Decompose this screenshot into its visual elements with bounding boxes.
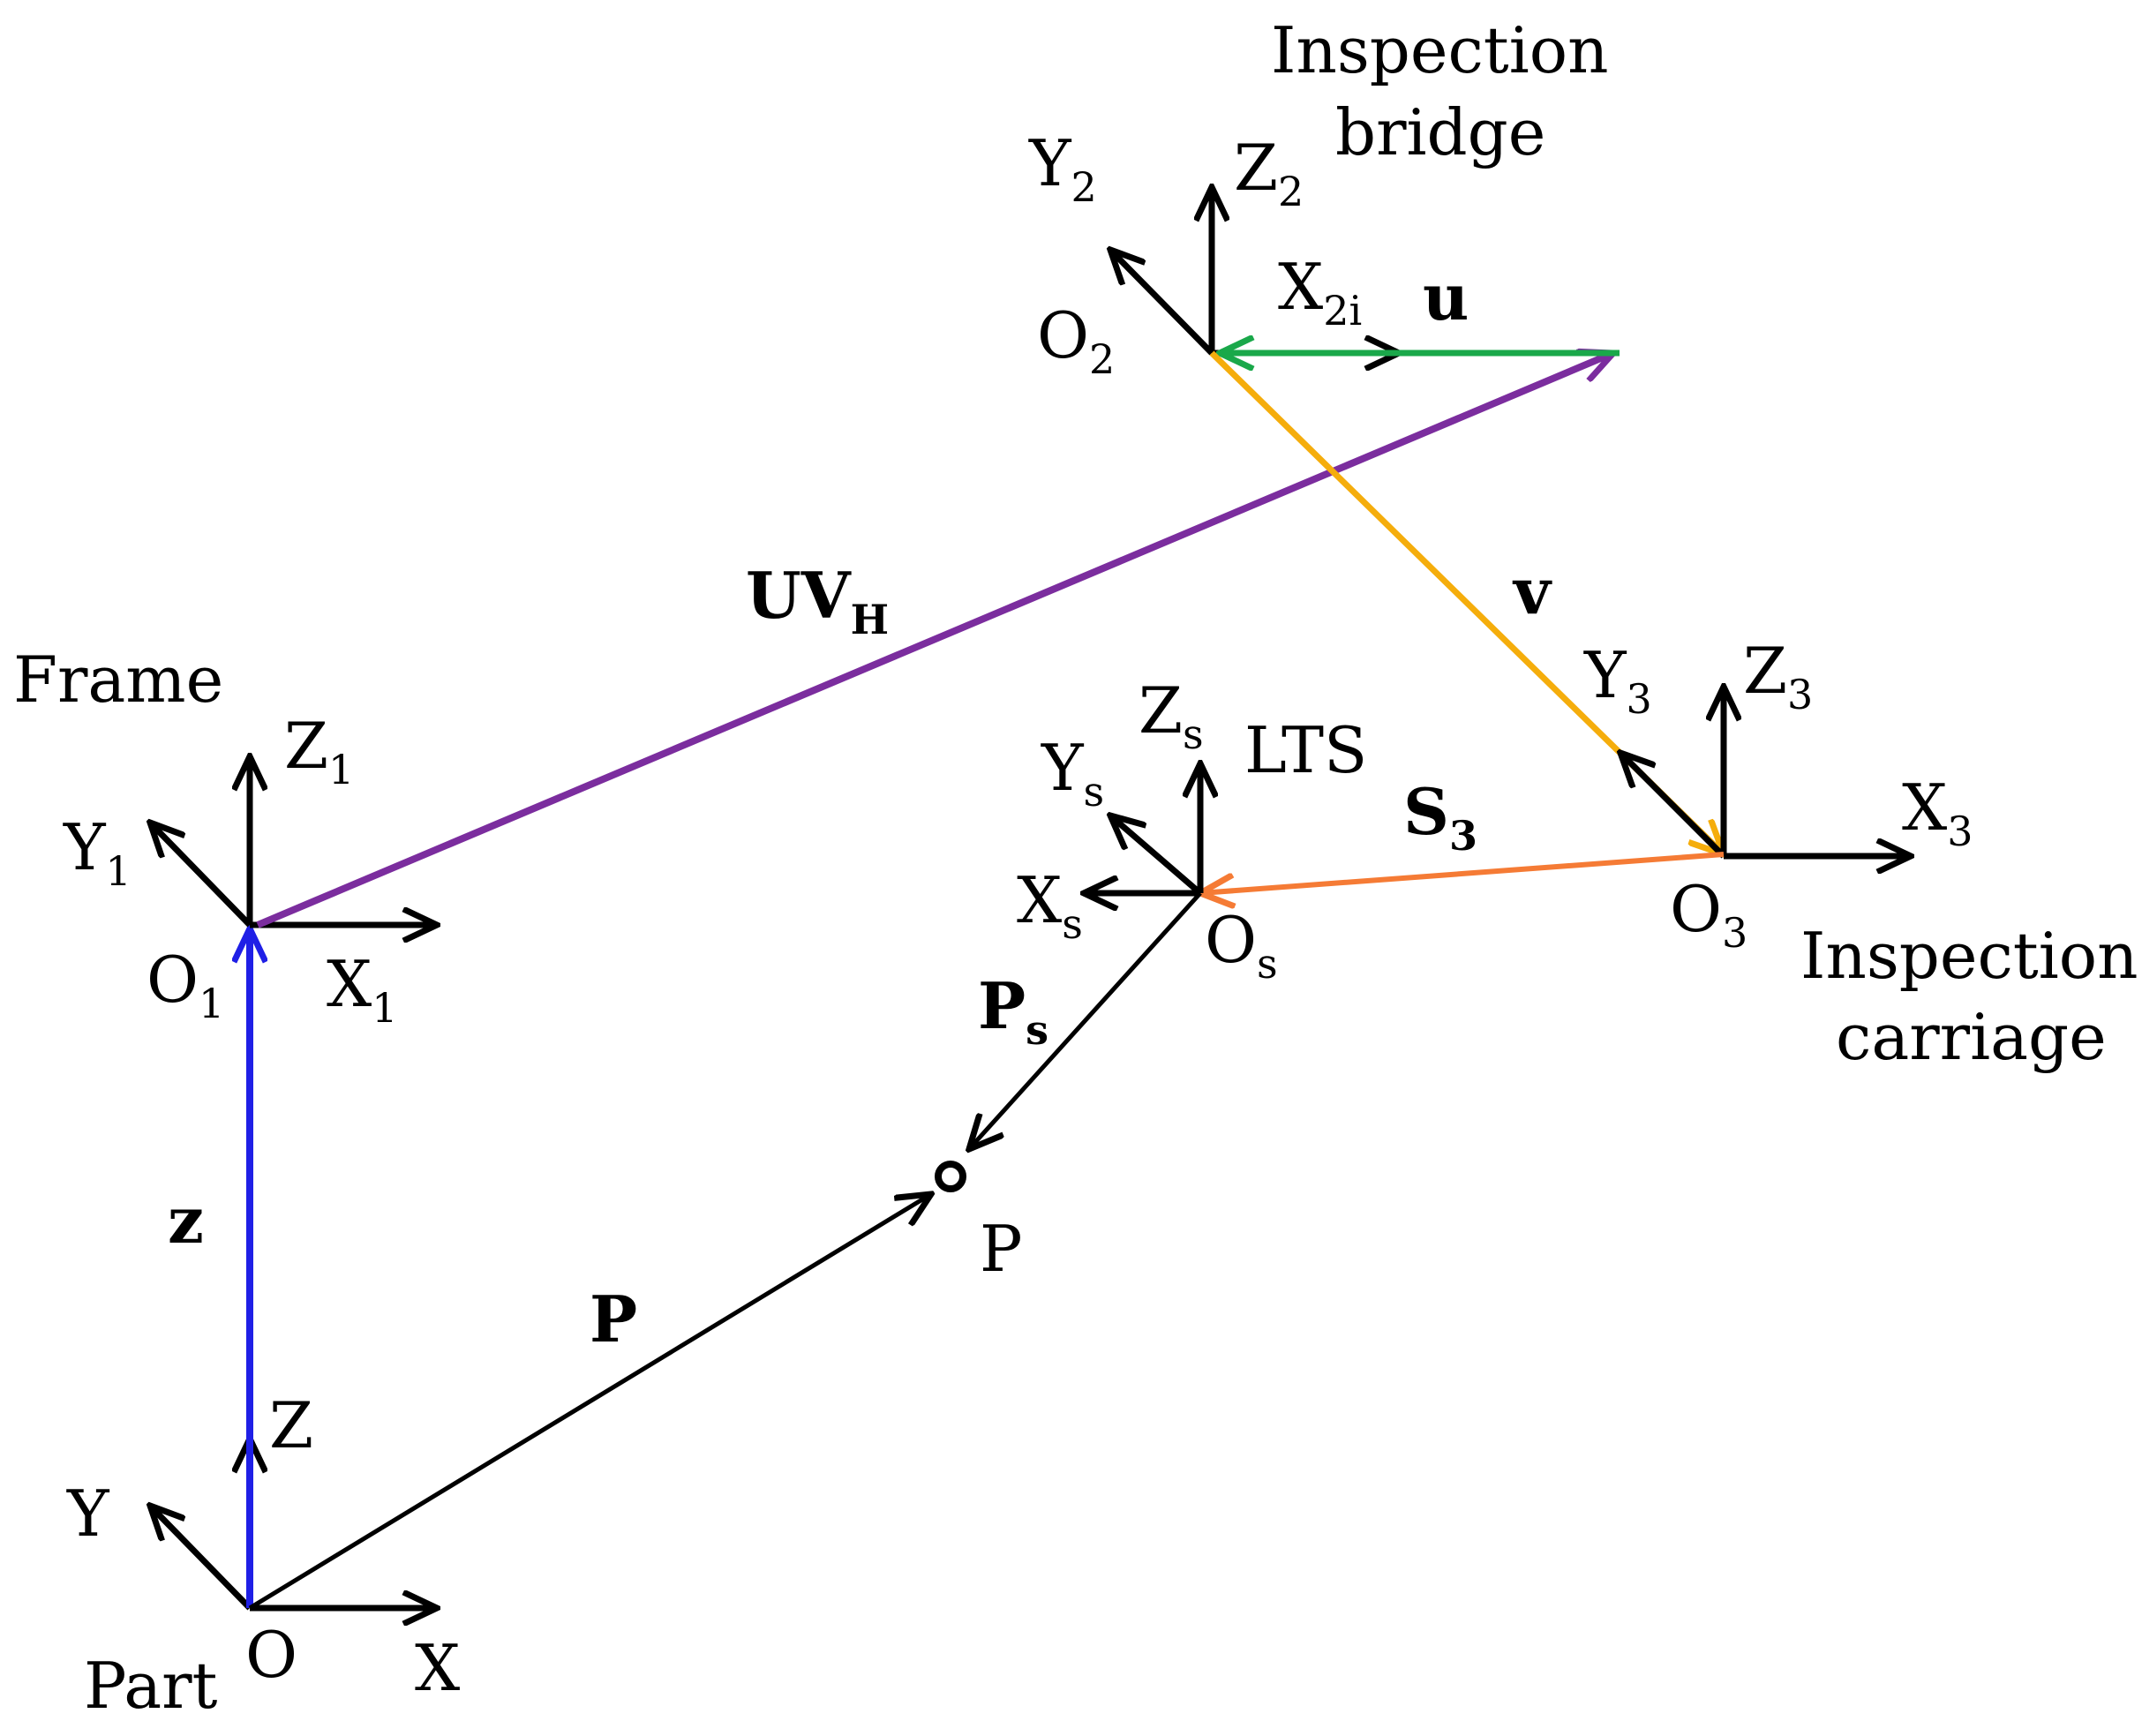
bridge-origin-label: O2 — [1037, 298, 1115, 383]
vector-s3 — [1200, 852, 1725, 893]
frame-label: Frame — [13, 643, 223, 717]
frame-frame — [150, 756, 437, 925]
bridge-label-line2: bridge — [1335, 95, 1545, 169]
vector-u-label: u — [1423, 259, 1469, 334]
part-y-label: Y — [66, 1477, 110, 1551]
lts-label: LTS — [1244, 713, 1367, 787]
carriage-frame — [1620, 687, 1911, 856]
vector-ps — [969, 891, 1202, 1149]
lts-origin-label: Os — [1205, 903, 1278, 988]
vector-s3-label: S3 — [1403, 774, 1477, 860]
part-x-label: X — [415, 1631, 460, 1705]
lts-frame — [1084, 763, 1200, 893]
frame-origin-label: O1 — [147, 943, 224, 1027]
carriage-z3-label: Z3 — [1743, 634, 1813, 718]
part-y-axis — [150, 1506, 252, 1611]
frame-y1-axis — [150, 823, 252, 928]
bridge-y2-label: Y2 — [1028, 126, 1097, 211]
carriage-label-line2: carriage — [1836, 1000, 2107, 1074]
lts-ys-label: Ys — [1041, 731, 1104, 815]
carriage-label-line1: Inspection — [1800, 919, 2138, 993]
vector-ps-label: Ps — [978, 968, 1048, 1054]
lts-ys-axis — [1110, 815, 1203, 896]
part-label: Part — [84, 1649, 218, 1723]
frame-y1-label: Y1 — [63, 810, 132, 895]
vector-uvh — [256, 353, 1613, 928]
vector-v-label: v — [1512, 553, 1552, 628]
carriage-origin-label: O3 — [1670, 872, 1747, 957]
bridge-y2-axis — [1110, 250, 1214, 356]
bridge-z2-label: Z2 — [1234, 131, 1304, 215]
frame-z1-label: Z1 — [284, 709, 354, 793]
bridge-x2i-label: X2i — [1278, 250, 1362, 334]
point-p-marker — [935, 1161, 966, 1192]
frame-x1-label: X1 — [327, 947, 398, 1032]
vector-uvh-label: UVH — [746, 558, 889, 643]
lts-xs-label: Xs — [1017, 863, 1083, 948]
part-origin-label: O — [245, 1618, 297, 1692]
bridge-label-line1: Inspection — [1271, 13, 1608, 87]
carriage-x3-label: X3 — [1902, 770, 1973, 855]
vector-p-label: P — [590, 1281, 637, 1356]
point-p-label: P — [980, 1212, 1022, 1286]
lts-zs-label: Zs — [1139, 673, 1204, 758]
carriage-y3-axis — [1620, 753, 1726, 859]
carriage-y3-label: Y3 — [1583, 638, 1652, 723]
vector-z-label: z — [168, 1183, 204, 1258]
vector-p — [248, 1194, 931, 1611]
part-z-label: Z — [269, 1388, 313, 1462]
